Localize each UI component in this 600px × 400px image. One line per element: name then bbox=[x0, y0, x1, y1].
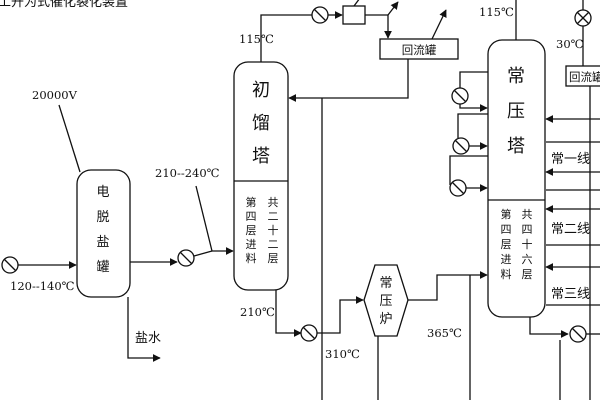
atm-top-temp-label: 115℃ bbox=[479, 5, 514, 19]
svg-text:十: 十 bbox=[522, 237, 533, 251]
reflux-temp-label: 30℃ bbox=[556, 37, 584, 51]
svg-text:压: 压 bbox=[379, 294, 392, 309]
svg-text:进: 进 bbox=[246, 238, 257, 251]
furnace-label: 常 压 炉 bbox=[379, 276, 392, 327]
atmospheric-tower-label: 常 压 塔 bbox=[507, 66, 525, 157]
desalter-label: 电 脱 盐 罐 bbox=[96, 185, 109, 275]
desalted-temp-label: 210--240℃ bbox=[155, 166, 220, 180]
svg-text:回流罐: 回流罐 bbox=[569, 70, 600, 84]
svg-text:四: 四 bbox=[246, 210, 257, 223]
side-draw-1-label: 常一线 bbox=[551, 152, 590, 167]
svg-text:馏: 馏 bbox=[252, 113, 270, 134]
svg-text:压: 压 bbox=[507, 101, 525, 122]
pre-flash-feed-note: 第 四 层 进 料 共 二 十 二 层 bbox=[246, 195, 279, 265]
furnace-out-temp-label: 365℃ bbox=[427, 326, 462, 340]
svg-text:层: 层 bbox=[268, 252, 279, 265]
svg-text:四: 四 bbox=[522, 223, 533, 236]
svg-text:四: 四 bbox=[501, 223, 512, 236]
svg-text:第: 第 bbox=[246, 195, 257, 209]
svg-text:层: 层 bbox=[522, 268, 533, 281]
svg-text:第: 第 bbox=[501, 207, 512, 221]
svg-text:料: 料 bbox=[501, 267, 512, 281]
svg-text:料: 料 bbox=[246, 251, 257, 265]
side-draw-2-label: 常二线 bbox=[551, 222, 590, 237]
pump-around-circuits bbox=[449, 71, 488, 197]
svg-text:脱: 脱 bbox=[96, 210, 109, 225]
svg-text:二: 二 bbox=[268, 210, 279, 223]
feed-temp-label: 120--140℃ bbox=[10, 279, 75, 293]
desalter-vessel bbox=[76, 169, 131, 298]
salt-water-label: 盐水 bbox=[135, 331, 161, 346]
diagram-title: 工开为式催化裂化装置 bbox=[0, 0, 128, 10]
svg-text:罐: 罐 bbox=[96, 260, 109, 275]
condenser bbox=[342, 5, 366, 25]
svg-text:初: 初 bbox=[252, 80, 270, 101]
svg-text:六: 六 bbox=[522, 253, 533, 266]
svg-text:共: 共 bbox=[522, 208, 533, 221]
svg-text:十: 十 bbox=[268, 223, 279, 237]
svg-text:炉: 炉 bbox=[379, 312, 392, 327]
voltage-label: 20000V bbox=[32, 88, 78, 102]
pre-flash-tower-label: 初 馏 塔 bbox=[252, 80, 270, 167]
reflux-drum-1 bbox=[379, 38, 459, 60]
svg-text:常: 常 bbox=[507, 66, 525, 87]
side-draw-lines bbox=[545, 115, 600, 306]
voltage-leader bbox=[58, 104, 81, 173]
reflux-drum-2 bbox=[565, 65, 600, 87]
svg-text:进: 进 bbox=[501, 253, 512, 266]
side-draw-3-label: 常三线 bbox=[551, 287, 590, 302]
svg-text:层: 层 bbox=[501, 238, 512, 251]
svg-text:回流罐: 回流罐 bbox=[402, 43, 437, 57]
atmospheric-furnace bbox=[363, 264, 409, 337]
svg-text:电: 电 bbox=[96, 185, 109, 200]
atmospheric-feed-note: 第 四 层 进 料 共 四 十 六 层 bbox=[501, 207, 533, 281]
svg-text:层: 层 bbox=[246, 224, 257, 237]
pre-310-temp-label: 310℃ bbox=[325, 347, 360, 361]
svg-text:二: 二 bbox=[268, 238, 279, 251]
svg-text:塔: 塔 bbox=[507, 136, 525, 157]
pre-bottom-temp-label: 210℃ bbox=[240, 305, 275, 319]
svg-text:盐: 盐 bbox=[96, 235, 109, 250]
pre-top-temp-label: 115℃ bbox=[239, 32, 274, 46]
svg-text:常: 常 bbox=[379, 276, 392, 291]
svg-text:共: 共 bbox=[268, 196, 279, 209]
svg-text:塔: 塔 bbox=[252, 146, 270, 167]
